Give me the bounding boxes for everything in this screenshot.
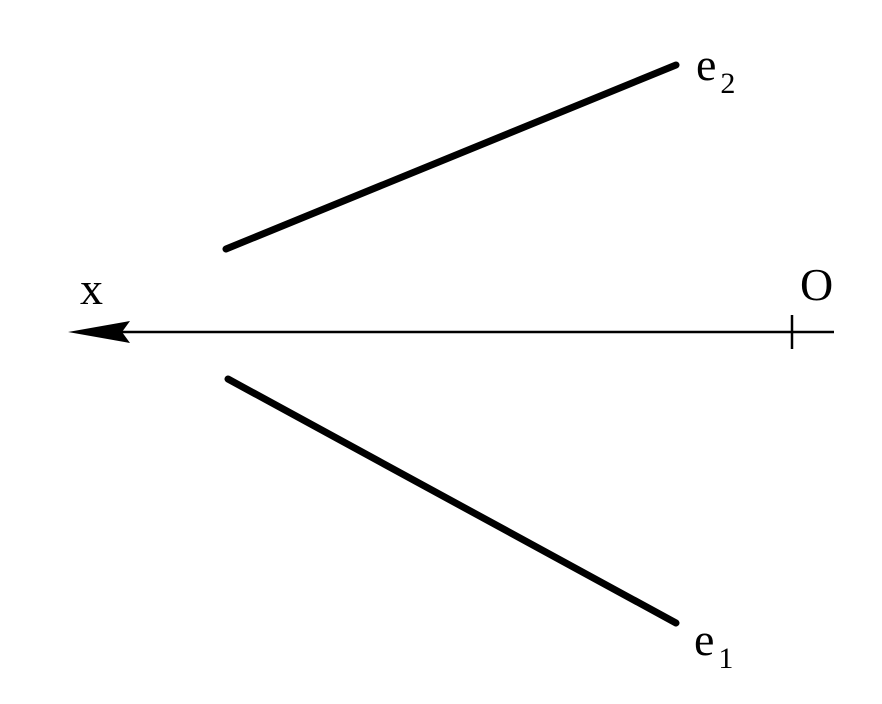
origin-label: O xyxy=(800,259,833,310)
segment-e1-label-subscript: 1 xyxy=(718,642,733,675)
segment-e1-label-base: e xyxy=(694,614,714,665)
x-axis-label: x xyxy=(80,263,103,314)
x-axis-arrowhead xyxy=(68,321,130,343)
segment-e2 xyxy=(222,61,680,253)
segment-e2-label-base: e xyxy=(696,39,716,90)
segment-e1 xyxy=(224,375,680,627)
segment-e2-label: e 2 xyxy=(696,39,735,100)
segment-e1-label: e 1 xyxy=(694,614,733,675)
segment-e2-label-subscript: 2 xyxy=(720,67,735,100)
